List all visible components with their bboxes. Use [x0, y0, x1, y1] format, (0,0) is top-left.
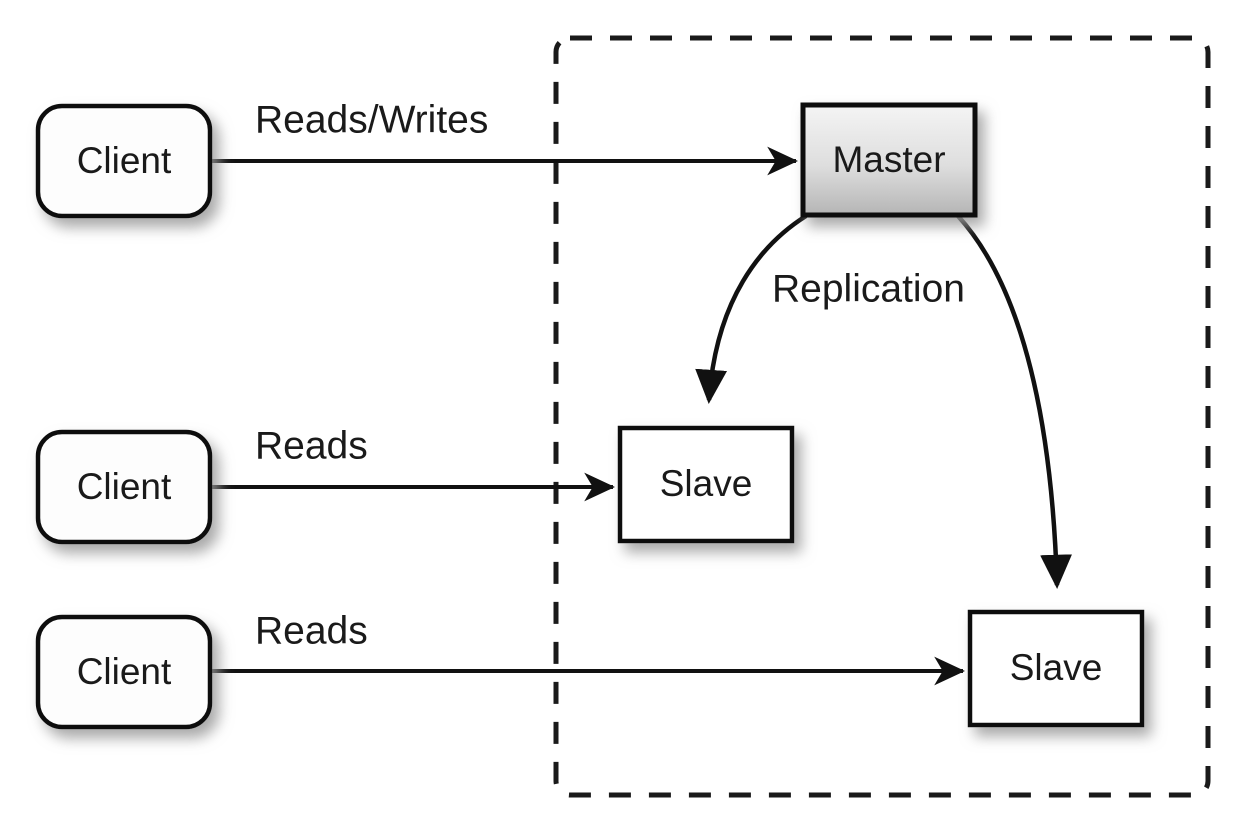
- node-master[interactable]: Master: [800, 102, 978, 218]
- client-3-box[interactable]: [35, 614, 213, 730]
- edge-master-slave1-curve: [695, 214, 808, 404]
- slave-1-label: Slave: [660, 463, 753, 504]
- master-label: Master: [832, 139, 945, 180]
- client-1-box[interactable]: [35, 103, 213, 219]
- edge-master-slave1: [695, 214, 808, 404]
- node-slave-1[interactable]: Slave: [617, 425, 795, 544]
- client-2-box[interactable]: [35, 429, 213, 545]
- edge-master-slave2: [956, 214, 1073, 589]
- client-1-label: Client: [77, 140, 172, 181]
- node-slave-2[interactable]: Slave: [967, 609, 1145, 728]
- node-client-3[interactable]: Client: [35, 614, 213, 730]
- node-client-1[interactable]: Client: [35, 103, 213, 219]
- edge-master-slave2-curve: [956, 214, 1073, 589]
- edge-label-reads-2: Reads: [255, 609, 368, 652]
- slave-2-box[interactable]: [967, 609, 1145, 728]
- edge-label-replication: Replication: [772, 267, 965, 310]
- slave-1-box[interactable]: [617, 425, 795, 544]
- slave-2-label: Slave: [1010, 647, 1103, 688]
- node-client-2[interactable]: Client: [35, 429, 213, 545]
- client-2-label: Client: [77, 466, 172, 507]
- edge-label-reads-1: Reads: [255, 424, 368, 467]
- edge-label-reads-writes: Reads/Writes: [255, 98, 488, 141]
- replication-cluster-boundary: [553, 35, 1211, 798]
- master-box[interactable]: [800, 102, 978, 218]
- client-3-label: Client: [77, 651, 172, 692]
